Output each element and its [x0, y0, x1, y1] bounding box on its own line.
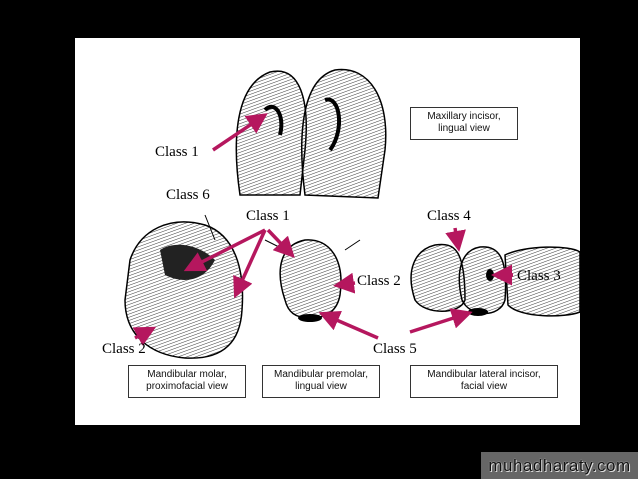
arrow-class5-b	[409, 308, 473, 334]
label-class2-mid: Class 2	[357, 273, 401, 289]
arrow-class5-a	[318, 310, 379, 340]
caption-maxillary: Maxillary incisor, lingual view	[410, 107, 518, 140]
label-class1-mid: Class 1	[246, 208, 290, 224]
label-class1-top: Class 1	[155, 144, 199, 160]
caption-molar: Mandibular molar, proximofacial view	[128, 365, 246, 398]
mandibular-lateral-incisors-drawing	[410, 243, 581, 317]
caption-line: lingual view	[295, 381, 347, 392]
arrow-class4	[445, 227, 466, 252]
caption-lateral-incisor: Mandibular lateral incisor, facial view	[410, 365, 558, 398]
caption-line: proximofacial view	[146, 381, 228, 392]
mandibular-molar-drawing	[124, 214, 244, 359]
label-class6: Class 6	[166, 187, 210, 203]
arrow-class1-premolar	[266, 228, 295, 259]
arrow-class1-molar-a	[183, 228, 266, 272]
arrows	[132, 113, 513, 346]
caption-line: Mandibular lateral incisor,	[427, 369, 541, 380]
mandibular-premolar-drawing	[264, 239, 361, 322]
label-class3: Class 3	[517, 268, 561, 284]
label-class4: Class 4	[427, 208, 471, 224]
arrow-class1-top	[212, 113, 268, 152]
caption-line: Mandibular molar,	[147, 369, 227, 380]
caption-line: Mandibular premolar,	[274, 369, 368, 380]
arrow-class2-mid	[333, 272, 356, 294]
arrow-class2-left	[132, 326, 157, 346]
arrow-class1-molar-b	[233, 229, 267, 299]
caption-line: Maxillary incisor,	[427, 111, 501, 122]
maxillary-incisors-drawing	[235, 68, 387, 199]
caption-line: facial view	[460, 381, 508, 392]
caption-line: lingual view	[438, 123, 490, 134]
caption-premolar: Mandibular premolar, lingual view	[262, 365, 380, 398]
label-class2-left: Class 2	[102, 341, 146, 357]
label-class5: Class 5	[373, 341, 417, 357]
watermark: muhadharaty.com	[481, 452, 638, 479]
